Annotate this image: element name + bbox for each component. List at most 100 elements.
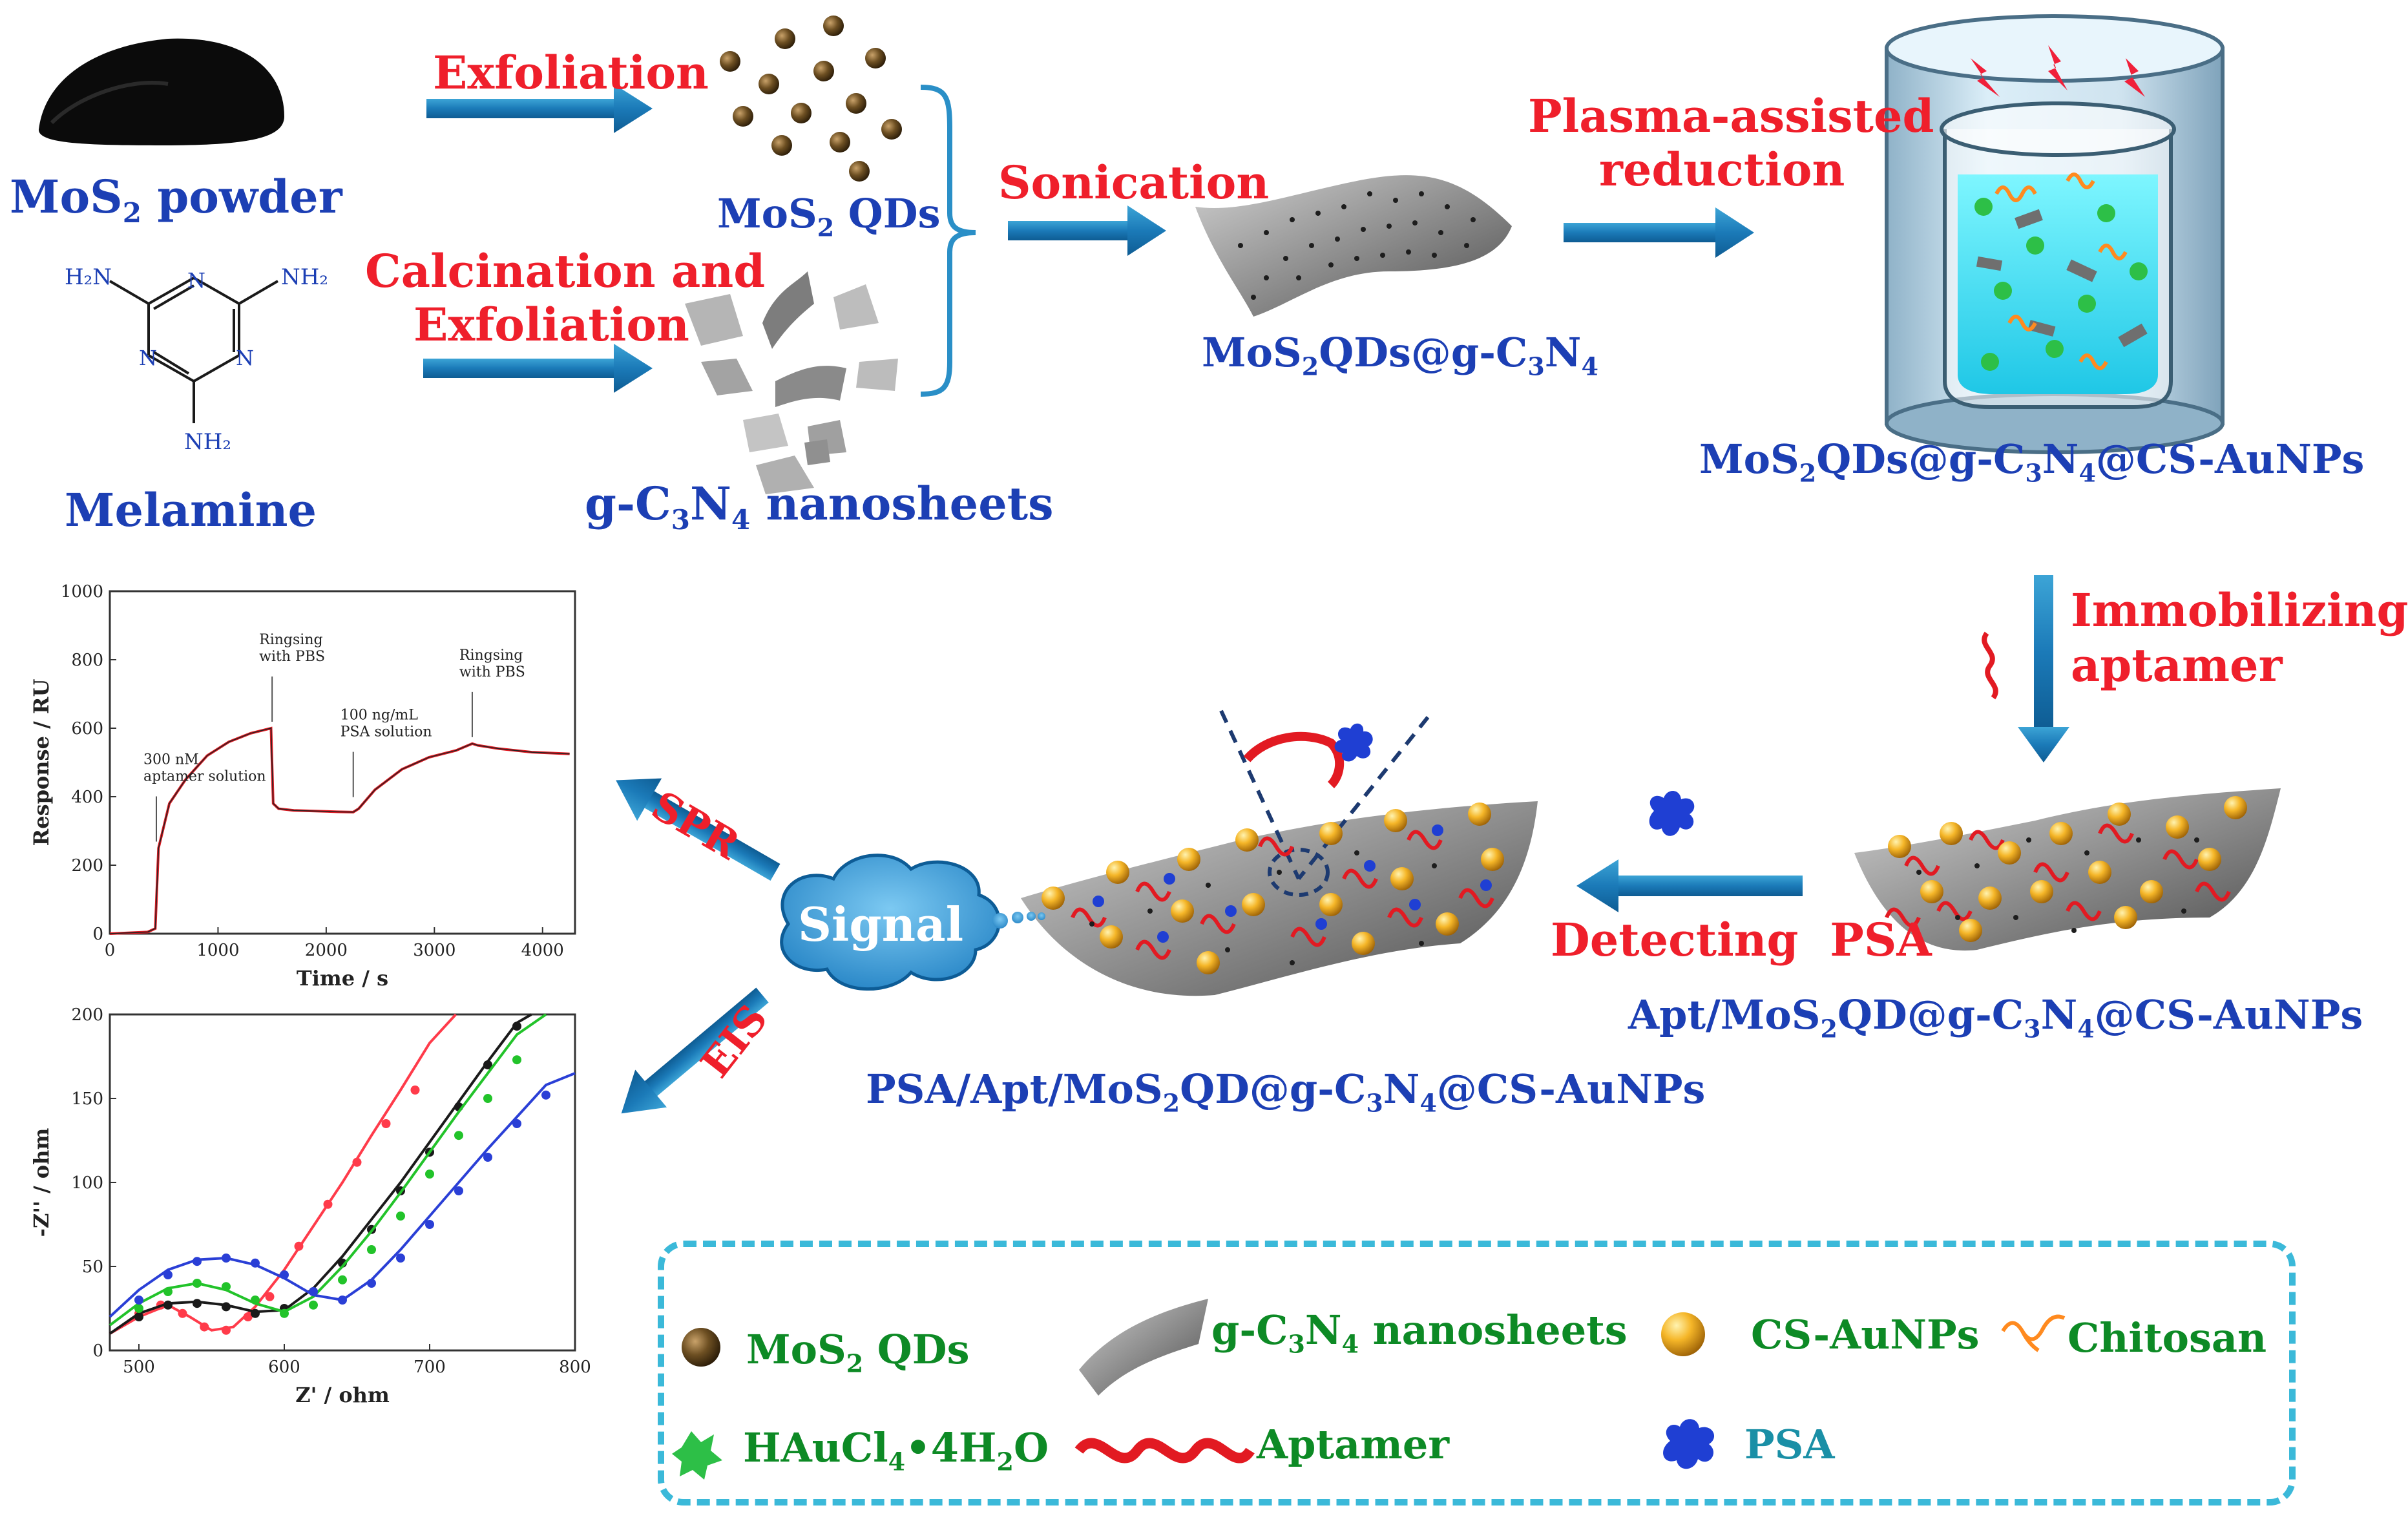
y-tick-label: 400 [71, 788, 103, 807]
x-tick-label: 600 [268, 1358, 300, 1377]
data-point [280, 1308, 289, 1318]
melamine-label: Melamine [65, 483, 317, 537]
immobilizing-label-2: aptamer [2071, 638, 2283, 692]
y-tick-label: 600 [71, 719, 103, 739]
data-point [243, 1312, 253, 1321]
data-point [512, 1022, 521, 1031]
x-tick-label: 1000 [196, 941, 239, 960]
data-point [251, 1308, 260, 1318]
y-tick-label: 0 [92, 925, 103, 944]
y-tick-label: 200 [71, 1005, 103, 1025]
legend-psa-label: PSA [1744, 1421, 1835, 1468]
y-tick-label: 100 [71, 1173, 103, 1193]
data-point [454, 1186, 463, 1195]
data-point [483, 1060, 492, 1069]
data-point [294, 1241, 304, 1251]
immobilizing-label-1: Immobilizing [2071, 583, 2408, 637]
legend-chitosan-icon [2001, 1314, 2066, 1352]
annotation-text: 100 ng/mL [340, 708, 419, 724]
melamine-n-atom: N [139, 346, 157, 370]
x-axis-label: Z' / ohm [295, 1383, 390, 1407]
data-point [323, 1199, 333, 1209]
calcination-label-1: Calcination and [365, 244, 766, 298]
mos2-powder-icon [38, 38, 284, 145]
legend-haucl-label: HAuCl4•4H2O [743, 1424, 1049, 1476]
legend-csau-icon [1661, 1312, 1705, 1356]
bracket-icon [920, 85, 976, 397]
y-tick-label: 1000 [61, 582, 103, 602]
gcn-nanosheets-label: g-C3N4 nanosheets [585, 477, 1054, 536]
annotation-text: Ringsing [459, 647, 523, 664]
immobilizing-arrow [2018, 575, 2069, 762]
data-point [425, 1220, 434, 1229]
legend-haucl-icon [672, 1431, 722, 1480]
spr-arrow [616, 778, 780, 881]
calcination-arrow [423, 344, 653, 393]
au-composite-label: MoS2QDs@g-C3N4@CS-AuNPs [1699, 435, 2365, 488]
melamine-nh2-right: NH₂ [281, 264, 328, 290]
x-tick-label: 500 [123, 1358, 155, 1377]
x-tick-label: 800 [559, 1358, 591, 1377]
data-point [454, 1131, 463, 1140]
melamine-h2n-left: H₂N [65, 264, 112, 290]
data-point [309, 1300, 318, 1310]
annotation-text: aptamer solution [143, 769, 266, 785]
melamine-n-atom: N [187, 268, 205, 293]
fit-line [109, 1013, 547, 1327]
exfoliation-label: Exfoliation [433, 46, 709, 100]
data-point [309, 1287, 318, 1296]
data-point [193, 1257, 202, 1266]
plasma-reactor-icon [1885, 14, 2225, 454]
annotation-text: 300 nM [143, 752, 199, 768]
detecting-arrow [1576, 859, 1803, 912]
y-tick-label: 50 [82, 1257, 103, 1277]
mos2qds-gcn-label: MoS2QDs@g-C3N4 [1202, 329, 1598, 381]
x-tick-label: 2000 [305, 941, 348, 960]
data-point [352, 1157, 362, 1167]
legend-aptamer-label: Aptamer [1257, 1421, 1449, 1468]
plasma-arrow [1564, 207, 1754, 258]
data-point [396, 1254, 405, 1263]
melamine-n-atom: N [236, 346, 254, 370]
apt-composite-label: Apt/MoS2QD@g-C3N4@CS-AuNPs [1628, 991, 2363, 1044]
data-point [193, 1279, 202, 1288]
annotation-text: with PBS [259, 649, 325, 665]
plot-frame [109, 590, 576, 935]
legend-chitosan-label: Chitosan [2068, 1314, 2267, 1361]
data-point [381, 1119, 391, 1128]
eis-arrow [621, 987, 769, 1114]
y-tick-label: 150 [71, 1089, 103, 1109]
legend-mos2-icon [682, 1328, 720, 1367]
sonication-arrow [1008, 205, 1166, 256]
legend-gcn-label: g-C3N4 nanosheets [1211, 1306, 1628, 1359]
fit-line [109, 1013, 457, 1335]
detecting-psa-label: Detecting PSA [1551, 913, 1932, 967]
y-axis-label: Response / RU [29, 679, 54, 846]
psa-protein-icon [1649, 790, 1695, 836]
data-point [251, 1296, 260, 1305]
data-point [367, 1279, 376, 1288]
data-point [483, 1094, 492, 1103]
legend-box [658, 1241, 2296, 1506]
mos2-powder-label: MoS2 powder [10, 170, 342, 229]
x-tick-label: 3000 [413, 941, 455, 960]
data-point [541, 1090, 550, 1100]
calcination-label-2: Exfoliation [414, 298, 689, 352]
x-tick-label: 0 [105, 941, 116, 960]
mos2qds-gcn-sheet-icon [1195, 175, 1512, 317]
legend-psa-icon [1663, 1419, 1715, 1469]
data-point [280, 1270, 289, 1279]
data-point [425, 1170, 434, 1179]
y-tick-label: 200 [71, 856, 103, 876]
data-point [367, 1245, 376, 1254]
data-point [222, 1254, 231, 1263]
legend-aptamer-icon [1074, 1438, 1255, 1464]
data-point [410, 1086, 420, 1095]
melamine-nh2-bottom: NH₂ [184, 429, 231, 455]
data-point [222, 1282, 231, 1292]
data-point [134, 1312, 143, 1321]
data-point [265, 1292, 275, 1301]
data-point [134, 1296, 143, 1305]
